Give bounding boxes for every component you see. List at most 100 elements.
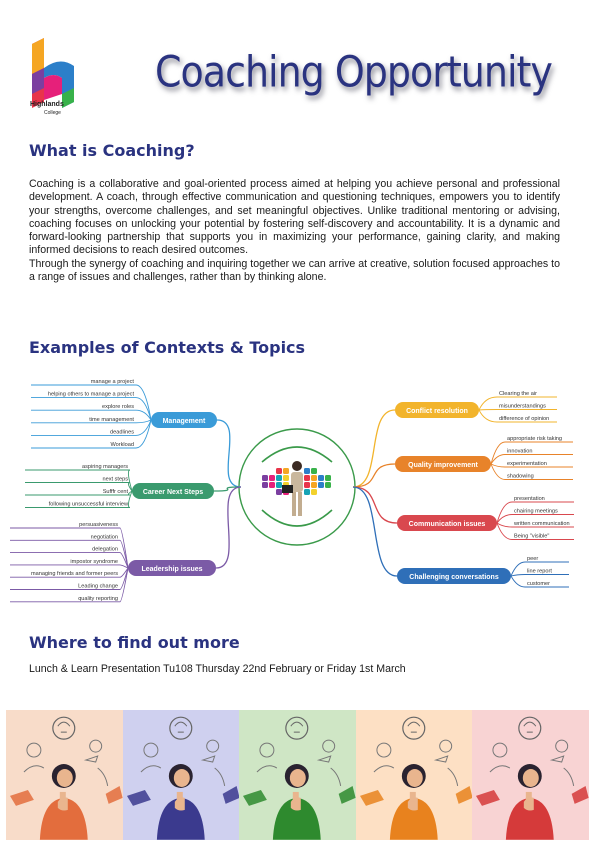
branch-conflict-resolution: Conflict resolution Clearing the air misun… bbox=[352, 391, 557, 488]
puzzle-piece bbox=[304, 482, 310, 488]
item-connector bbox=[496, 522, 513, 540]
item-connector bbox=[135, 397, 152, 421]
laptop-icon bbox=[282, 485, 293, 493]
event-details: Lunch & Learn Presentation Tu108 Thursda… bbox=[29, 663, 406, 675]
mindmap-item: experimentation bbox=[507, 461, 547, 467]
mindmap-item: Sufffr cent bbox=[103, 489, 129, 495]
branch-label: Communication issues bbox=[409, 521, 486, 528]
puzzle-piece bbox=[304, 468, 310, 474]
mindmap-item: line report bbox=[527, 569, 552, 575]
college-logo bbox=[32, 38, 74, 108]
branch-connector bbox=[352, 486, 398, 577]
mindmap-item: written communication bbox=[513, 521, 570, 527]
branch-connector bbox=[215, 486, 242, 569]
branch-connector bbox=[213, 486, 242, 492]
thinking-person-illustration bbox=[9, 716, 123, 840]
item-connector bbox=[119, 539, 129, 569]
puzzle-piece bbox=[269, 482, 275, 488]
illustration-panel bbox=[355, 710, 473, 840]
thinking-person-illustration bbox=[476, 716, 589, 840]
item-connector bbox=[496, 522, 513, 528]
mindmap-item: negotiation bbox=[91, 534, 118, 540]
puzzle-piece bbox=[262, 482, 268, 488]
puzzle-piece bbox=[311, 475, 317, 481]
mindmap-item: customer bbox=[527, 581, 550, 587]
mindmap-item: difference of opinion bbox=[499, 416, 549, 422]
thinking-person-illustration bbox=[243, 716, 356, 840]
mindmap-svg: Management manage a project helping others… bbox=[10, 379, 574, 603]
person-head bbox=[292, 461, 302, 471]
person-leg bbox=[292, 492, 296, 516]
branch-node bbox=[395, 402, 479, 418]
mindmap-item: chairing meetings bbox=[514, 509, 558, 515]
branch-label: Management bbox=[163, 418, 206, 425]
branch-management: Management manage a project helping others… bbox=[31, 379, 242, 488]
puzzle-piece bbox=[325, 475, 331, 481]
mindmap-item: appropriate risk taking bbox=[507, 436, 562, 442]
branch-node bbox=[395, 456, 491, 472]
puzzle-piece bbox=[276, 475, 282, 481]
puzzle-piece bbox=[283, 468, 289, 474]
mindmap-item: managing friends and former peers bbox=[31, 571, 118, 577]
item-connector bbox=[490, 441, 506, 465]
mindmap-item: quality reporting bbox=[78, 596, 118, 602]
puzzle-piece bbox=[283, 475, 289, 481]
branch-node bbox=[128, 560, 216, 576]
branch-connector bbox=[352, 486, 398, 524]
item-connector bbox=[478, 409, 498, 423]
mindmap-item: persuasiveness bbox=[79, 522, 118, 528]
puzzle-piece bbox=[269, 475, 275, 481]
mindmap-item: peer bbox=[527, 556, 538, 562]
coaching-description: Coaching is a collaborative and goal-ori… bbox=[29, 178, 560, 284]
item-connector bbox=[496, 501, 513, 524]
puzzle-piece bbox=[276, 482, 282, 488]
mindmap-item: deadlines bbox=[110, 429, 134, 435]
item-connector bbox=[510, 574, 526, 577]
person-leg bbox=[298, 492, 302, 516]
item-connector bbox=[510, 575, 526, 588]
item-connector bbox=[135, 419, 152, 436]
center-arc-top bbox=[261, 446, 333, 463]
mindmap-item: Clearing the air bbox=[499, 391, 537, 397]
branch-label: Quality improvement bbox=[408, 462, 478, 469]
item-connector bbox=[496, 514, 513, 524]
puzzle-piece bbox=[304, 475, 310, 481]
illustration-strip bbox=[6, 710, 589, 840]
mindmap-item: helping others to manage a project bbox=[48, 392, 135, 398]
section-heading-find-out-more: Where to find out more bbox=[29, 633, 240, 652]
puzzle-piece bbox=[311, 468, 317, 474]
item-connector bbox=[119, 567, 129, 603]
mindmap-item: manage a project bbox=[91, 379, 135, 385]
branch-leadership-issues: Leadership issuespersuasivenessnegotiati… bbox=[10, 486, 242, 603]
section-heading-what-is-coaching: What is Coaching? bbox=[29, 141, 195, 160]
puzzle-piece bbox=[276, 468, 282, 474]
branch-label: Conflict resolution bbox=[406, 408, 468, 415]
mindmap-item: explore roles bbox=[102, 404, 134, 410]
puzzle-piece bbox=[325, 482, 331, 488]
mindmap-item: misunderstandings bbox=[499, 404, 546, 410]
topics-mindmap: Management manage a project helping others… bbox=[0, 370, 595, 615]
item-connector bbox=[135, 384, 152, 421]
puzzle-piece bbox=[304, 489, 310, 495]
mindmap-item: presentation bbox=[514, 496, 545, 502]
paragraph-2: Through the synergy of coaching and inqu… bbox=[29, 257, 560, 284]
mindmap-item: time management bbox=[89, 417, 134, 423]
mindmap-item: innovation bbox=[507, 449, 533, 455]
logo-wordmark: Highlands College bbox=[30, 101, 64, 116]
mindmap-item: following unsuccessful interview bbox=[49, 502, 129, 508]
mindmap-item: aspiring managers bbox=[82, 464, 128, 470]
center-arc-bottom bbox=[261, 509, 333, 527]
puzzle-piece bbox=[311, 489, 317, 495]
item-connector bbox=[478, 409, 498, 411]
branch-connector bbox=[352, 409, 396, 488]
mindmap-item: delegation bbox=[92, 547, 118, 553]
puzzle-piece bbox=[276, 489, 282, 495]
person-body bbox=[291, 472, 303, 492]
item-connector bbox=[119, 567, 129, 578]
paragraph-1: Coaching is a collaborative and goal-ori… bbox=[29, 178, 560, 257]
puzzle-piece bbox=[318, 475, 324, 481]
mindmap-item: Workload bbox=[110, 442, 134, 448]
illustration-panel bbox=[239, 710, 356, 840]
